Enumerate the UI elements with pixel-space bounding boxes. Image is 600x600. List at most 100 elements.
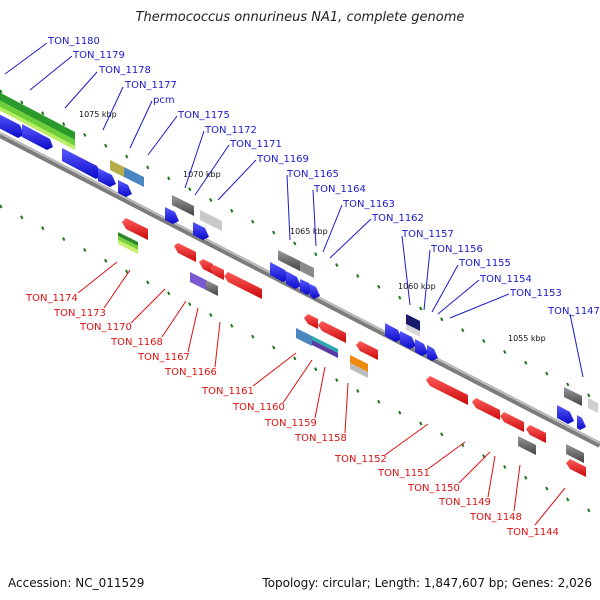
forward-gene-label: TON_1178 <box>98 65 151 76</box>
tick-mark <box>398 410 402 415</box>
reverse-gene <box>500 412 524 432</box>
reverse-gene-label: TON_1161 <box>201 386 254 397</box>
forward-gene <box>557 405 574 424</box>
reverse-gene-label: TON_1144 <box>506 527 559 538</box>
forward-gene <box>165 207 179 224</box>
ton-1180-gene-band <box>0 92 75 150</box>
reverse-gene <box>356 341 378 360</box>
forward-leader-lines <box>4 42 584 378</box>
tick-mark <box>377 284 381 289</box>
reverse-gene <box>224 272 262 299</box>
kbp-marker: 1060 kbp <box>398 282 436 291</box>
forward-gene-label: TON_1175 <box>177 110 230 121</box>
reverse-gene <box>526 425 546 443</box>
tick-mark <box>440 317 444 322</box>
tick-mark <box>125 154 129 159</box>
tick-marks <box>0 89 591 513</box>
forward-gene <box>577 415 586 430</box>
tick-mark <box>482 339 486 343</box>
reverse-gene-label: TON_1158 <box>294 433 347 444</box>
tick-mark <box>41 226 45 231</box>
tick-mark <box>146 280 150 285</box>
forward-labels: TON_1180 TON_1179 TON_1178 TON_1177 pcm … <box>47 36 600 317</box>
tick-mark <box>419 306 423 311</box>
tick-mark <box>209 313 213 317</box>
forward-gene <box>62 148 102 179</box>
reverse-gene-label: TON_1170 <box>79 322 132 333</box>
forward-gene-label: pcm <box>153 95 175 106</box>
tick-mark <box>545 371 549 376</box>
forward-gene-label: TON_1165 <box>286 169 339 180</box>
tick-mark <box>20 215 24 220</box>
tick-mark <box>356 274 360 278</box>
forward-gene-label: TON_1169 <box>256 154 309 165</box>
tick-mark <box>83 247 87 252</box>
page-title: Thermococcus onnurineus NA1, complete ge… <box>135 10 465 25</box>
forward-gene-label: TON_1163 <box>342 199 395 210</box>
tick-mark <box>167 176 171 181</box>
forward-gene <box>300 279 313 295</box>
tick-mark <box>503 349 507 354</box>
tick-mark <box>251 334 255 339</box>
reverse-gene <box>199 259 213 274</box>
forward-gene <box>286 271 301 289</box>
reverse-gene <box>318 321 346 343</box>
reverse-gene-label: TON_1167 <box>137 352 190 363</box>
forward-gene-label: TON_1179 <box>72 50 125 61</box>
tick-mark <box>398 295 402 300</box>
tick-mark <box>440 432 444 437</box>
reverse-gene-track <box>122 218 586 477</box>
forward-gene <box>98 168 116 187</box>
tick-mark <box>20 100 24 105</box>
kbp-marker: 1055 kbp <box>508 334 546 343</box>
forward-gene <box>400 331 416 349</box>
reverse-gene <box>566 459 586 477</box>
tick-mark <box>587 508 591 513</box>
tick-mark <box>272 230 276 235</box>
tick-mark <box>377 399 381 404</box>
forward-gene <box>427 345 438 361</box>
reverse-gene <box>304 314 318 329</box>
tick-mark <box>146 165 150 170</box>
reverse-gene-label: TON_1160 <box>232 402 285 413</box>
forward-gene-label: TON_1162 <box>371 213 424 224</box>
forward-gene-track <box>0 114 586 430</box>
tick-mark <box>125 269 129 274</box>
reverse-gene-label: TON_1149 <box>438 497 491 508</box>
reverse-gene-label: TON_1174 <box>25 293 78 304</box>
forward-gene-label: TON_1155 <box>458 258 511 269</box>
forward-gene <box>0 114 24 138</box>
tick-mark <box>272 345 276 350</box>
tick-mark <box>83 132 87 137</box>
forward-gene-label: TON_1164 <box>313 184 366 195</box>
tick-mark <box>0 89 3 94</box>
tick-mark <box>293 241 297 246</box>
tick-mark <box>566 497 570 502</box>
tick-mark <box>335 263 339 268</box>
forward-gene-label: TON_1156 <box>430 244 483 255</box>
tick-mark <box>251 219 255 224</box>
reverse-labels: TON_1174 TON_1173 TON_1170 TON_1168 TON_… <box>25 293 559 538</box>
forward-gene <box>415 339 428 356</box>
tick-mark <box>188 187 192 192</box>
tick-mark <box>524 360 528 365</box>
kbp-markers: 1075 kbp 1070 kbp 1065 kbp 1060 kbp 1055… <box>79 110 546 343</box>
tick-mark <box>419 421 423 426</box>
reverse-gene <box>122 218 148 240</box>
reverse-gene-label: TON_1166 <box>164 367 217 378</box>
tick-mark <box>209 198 213 202</box>
forward-gene <box>385 323 402 342</box>
genome-summary-text: Topology: circular; Length: 1,847,607 bp… <box>262 576 592 590</box>
reverse-gene <box>210 265 224 280</box>
forward-gene-label: TON_1177 <box>124 80 177 91</box>
tick-mark <box>0 204 3 209</box>
tick-mark <box>461 328 465 333</box>
forward-gene-label: TON_1153 <box>509 288 562 299</box>
tick-mark <box>566 382 570 387</box>
reverse-gene <box>174 243 196 262</box>
reverse-gene-label: TON_1168 <box>110 337 163 348</box>
tick-mark <box>41 111 45 116</box>
reverse-gene-label: TON_1151 <box>377 468 430 479</box>
